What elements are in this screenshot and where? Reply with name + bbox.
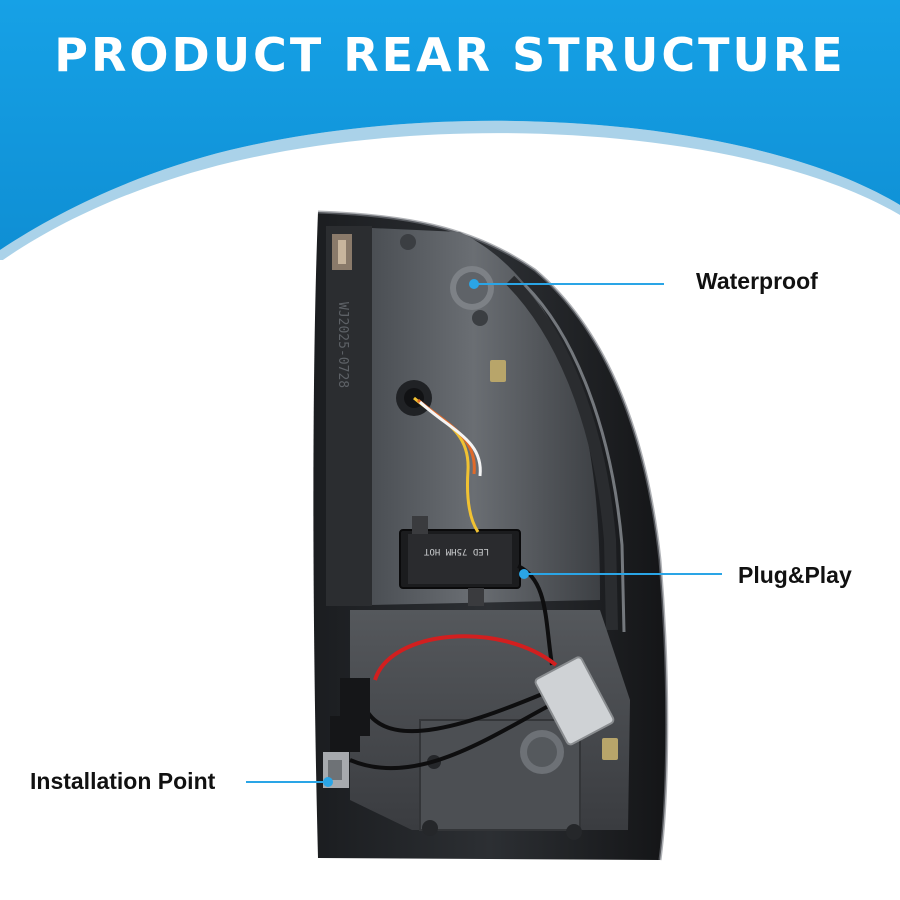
- part-number-text: WJ2025-0728: [335, 302, 350, 389]
- module-label-text: LED 75HM HOT: [424, 546, 490, 556]
- page-title: PRODUCT REAR STRUCTURE: [54, 28, 846, 82]
- header-banner: [0, 0, 900, 260]
- callout-plug-play: Plug&Play: [738, 562, 852, 588]
- callout-waterproof: Waterproof: [696, 268, 818, 294]
- callout-installation-point: Installation Point: [30, 768, 216, 794]
